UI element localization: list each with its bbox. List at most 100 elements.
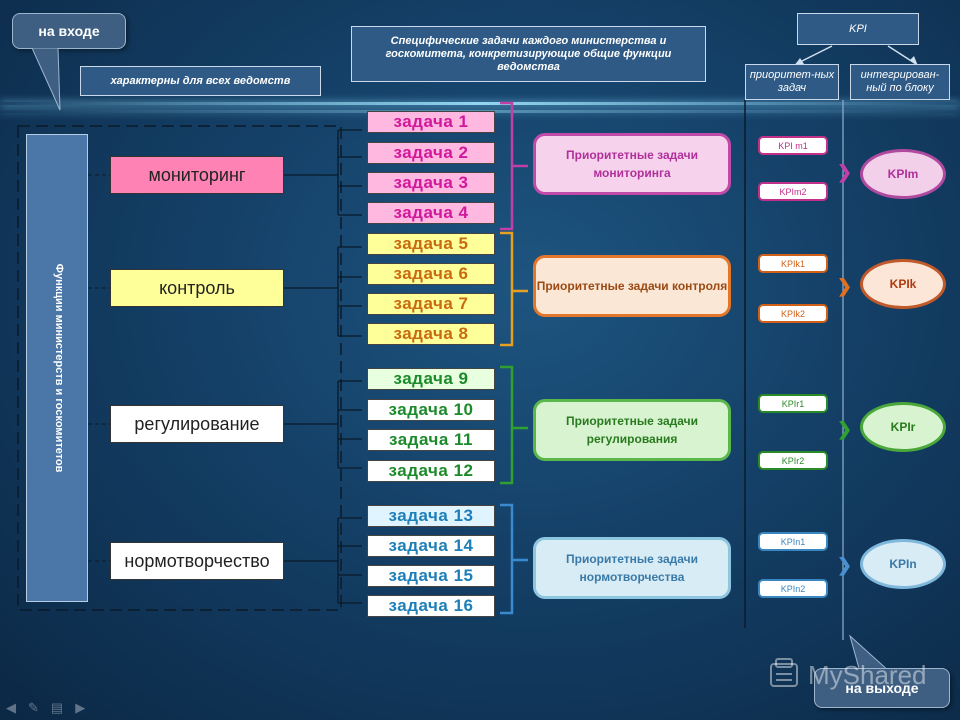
priority-regulation-label: Приоритетные задачи регулирования xyxy=(566,414,698,446)
kpi-integrated-n: KPIn xyxy=(860,539,946,589)
next-slide-icon[interactable]: ▶ xyxy=(75,700,86,715)
task-11: задача 11 xyxy=(367,429,495,451)
function-control-label: контроль xyxy=(159,277,235,298)
task-15: задача 15 xyxy=(367,565,495,587)
task-4-label: задача 4 xyxy=(393,203,469,222)
entry-callout-label: на входе xyxy=(38,23,100,39)
task-6: задача 6 xyxy=(367,263,495,285)
exit-callout: на выходе xyxy=(814,668,950,708)
kpi-r2-label: KPIr2 xyxy=(781,455,805,466)
task-10-label: задача 10 xyxy=(388,400,474,419)
task-6-label: задача 6 xyxy=(393,264,469,283)
task-11-label: задача 11 xyxy=(388,430,474,449)
integrated-kpi-header: интегрирован-ный по блоку xyxy=(850,64,950,100)
kpi-integrated-n-label: KPIn xyxy=(889,557,917,571)
kpi-r2: KPIr2 xyxy=(758,451,828,470)
task-8: задача 8 xyxy=(367,323,495,345)
kpi-m2: KPIm2 xyxy=(758,182,828,201)
task-14: задача 14 xyxy=(367,535,495,557)
task-15-label: задача 15 xyxy=(388,566,474,585)
watermark-text: MyShared xyxy=(808,660,927,690)
myshared-logo-icon xyxy=(770,658,798,687)
kpi-m1: KPI m1 xyxy=(758,136,828,155)
function-monitoring-label: мониторинг xyxy=(148,164,246,185)
slide-nav[interactable]: ◀ ✎ ▤ ▶ xyxy=(6,700,85,716)
chevron-right-icon: ❯ xyxy=(837,555,853,575)
kpi-m2-label: KPIm2 xyxy=(779,186,807,197)
priority-kpi-header-label: приоритет-ных задач xyxy=(749,69,835,94)
priority-kpi-header: приоритет-ных задач xyxy=(745,64,839,100)
kpi-integrated-r: KPIr xyxy=(860,402,946,452)
task-16-label: задача 16 xyxy=(388,596,474,615)
pen-icon[interactable]: ✎ xyxy=(28,700,39,715)
priority-rulemaking: Приоритетные задачи нормотворчества xyxy=(533,537,731,599)
kpi-k2: KPIk2 xyxy=(758,304,828,323)
chevron-right-icon: ❯ xyxy=(837,419,853,439)
task-7: задача 7 xyxy=(367,293,495,315)
priority-control-label: Приоритетные задачи контроля xyxy=(536,279,728,293)
chevron-right-icon: ❯ xyxy=(837,276,853,296)
function-rulemaking-label: нормотворчество xyxy=(124,550,270,571)
priority-regulation: Приоритетные задачи регулирования xyxy=(533,399,731,461)
functions-bar xyxy=(26,134,88,602)
kpi-integrated-r-label: KPIr xyxy=(890,420,916,434)
task-1: задача 1 xyxy=(367,111,495,133)
function-monitoring: мониторинг xyxy=(110,156,284,194)
kpi-integrated-m-label: KPIm xyxy=(887,167,919,181)
function-rulemaking: нормотворчество xyxy=(110,542,284,580)
function-control: контроль xyxy=(110,269,284,307)
task-9: задача 9 xyxy=(367,368,495,390)
glow-line-top xyxy=(0,102,960,105)
kpi-r1-label: KPIr1 xyxy=(781,398,805,409)
kpi-n1-label: KPIn1 xyxy=(780,536,806,547)
task-12-label: задача 12 xyxy=(388,461,474,480)
task-4: задача 4 xyxy=(367,202,495,224)
task-5: задача 5 xyxy=(367,233,495,255)
priority-rulemaking-label: Приоритетные задачи нормотворчества xyxy=(566,552,698,584)
task-9-label: задача 9 xyxy=(393,369,469,388)
chevron-right-icon: ❯ xyxy=(837,162,853,182)
task-13: задача 13 xyxy=(367,505,495,527)
task-14-label: задача 14 xyxy=(388,536,474,555)
task-5-label: задача 5 xyxy=(393,234,469,253)
kpi-k1-label: KPIk1 xyxy=(780,258,805,269)
common-header: характерны для всех ведомств xyxy=(80,66,321,96)
function-regulation-label: регулирование xyxy=(134,413,260,434)
integrated-kpi-header-label: интегрирован-ный по блоку xyxy=(860,69,940,94)
kpi-n1: KPIn1 xyxy=(758,532,828,551)
kpi-integrated-k: KPIk xyxy=(860,259,946,309)
kpi-k2-label: KPIk2 xyxy=(780,308,805,319)
task-7-label: задача 7 xyxy=(393,294,469,313)
task-13-label: задача 13 xyxy=(388,506,474,525)
specific-header: Специфические задачи каждого министерств… xyxy=(351,26,706,82)
exit-callout-label: на выходе xyxy=(845,680,919,696)
task-1-label: задача 1 xyxy=(393,112,469,131)
task-12: задача 12 xyxy=(367,460,495,482)
kpi-m1-label: KPI m1 xyxy=(778,140,808,151)
entry-callout: на входе xyxy=(12,13,126,49)
specific-header-label: Специфические задачи каждого министерств… xyxy=(385,34,672,73)
common-header-label: характерны для всех ведомств xyxy=(110,74,291,87)
kpi-k1: KPIk1 xyxy=(758,254,828,273)
priority-monitoring-label: Приоритетные задачи мониторинга xyxy=(566,148,698,180)
priority-monitoring: Приоритетные задачи мониторинга xyxy=(533,133,731,195)
kpi-integrated-k-label: KPIk xyxy=(889,277,917,291)
task-3: задача 3 xyxy=(367,172,495,194)
functions-bar-label: Функции министерств и госкомитетов xyxy=(53,263,65,473)
task-2: задача 2 xyxy=(367,142,495,164)
kpi-r1: KPIr1 xyxy=(758,394,828,413)
kpi-header: KPI xyxy=(797,13,919,45)
task-8-label: задача 8 xyxy=(393,324,469,343)
prev-slide-icon[interactable]: ◀ xyxy=(6,700,16,715)
function-regulation: регулирование xyxy=(110,405,284,443)
task-16: задача 16 xyxy=(367,595,495,617)
task-2-label: задача 2 xyxy=(393,143,469,162)
priority-control: Приоритетные задачи контроля xyxy=(533,255,731,317)
task-3-label: задача 3 xyxy=(393,173,469,192)
task-10: задача 10 xyxy=(367,399,495,421)
kpi-n2-label: KPIn2 xyxy=(780,583,806,594)
menu-icon[interactable]: ▤ xyxy=(50,700,64,715)
kpi-integrated-m: KPIm xyxy=(860,149,946,199)
kpi-header-label: KPI xyxy=(849,22,867,35)
